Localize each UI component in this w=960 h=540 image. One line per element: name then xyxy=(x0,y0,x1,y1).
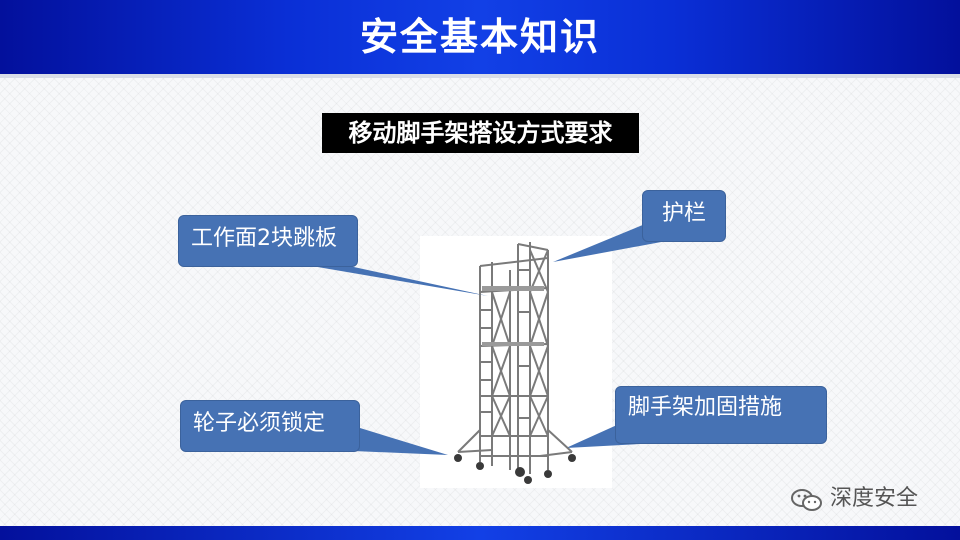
footer-bar xyxy=(0,526,960,540)
watermark-text: 深度安全 xyxy=(830,486,919,511)
scaffold-plank-middle xyxy=(482,342,544,346)
callout-pointer-working-surface xyxy=(300,264,488,296)
scaffold-plank-top xyxy=(482,286,544,291)
callout-guardrail: 护栏 xyxy=(642,190,726,242)
callout-working-surface: 工作面2块跳板 xyxy=(178,215,358,267)
scaffold-wheels xyxy=(454,454,576,484)
wechat-icon xyxy=(791,489,822,511)
scaffold-frame xyxy=(457,242,573,474)
section-subtitle: 移动脚手架搭设方式要求 xyxy=(322,113,639,153)
slide-title: 安全基本知识 xyxy=(359,15,600,59)
callout-wheels: 轮子必须锁定 xyxy=(180,400,360,452)
header-divider xyxy=(0,74,960,78)
callout-reinforcement: 脚手架加固措施 xyxy=(615,386,827,444)
watermark: 深度安全 xyxy=(790,482,940,516)
header-bar xyxy=(0,0,960,74)
